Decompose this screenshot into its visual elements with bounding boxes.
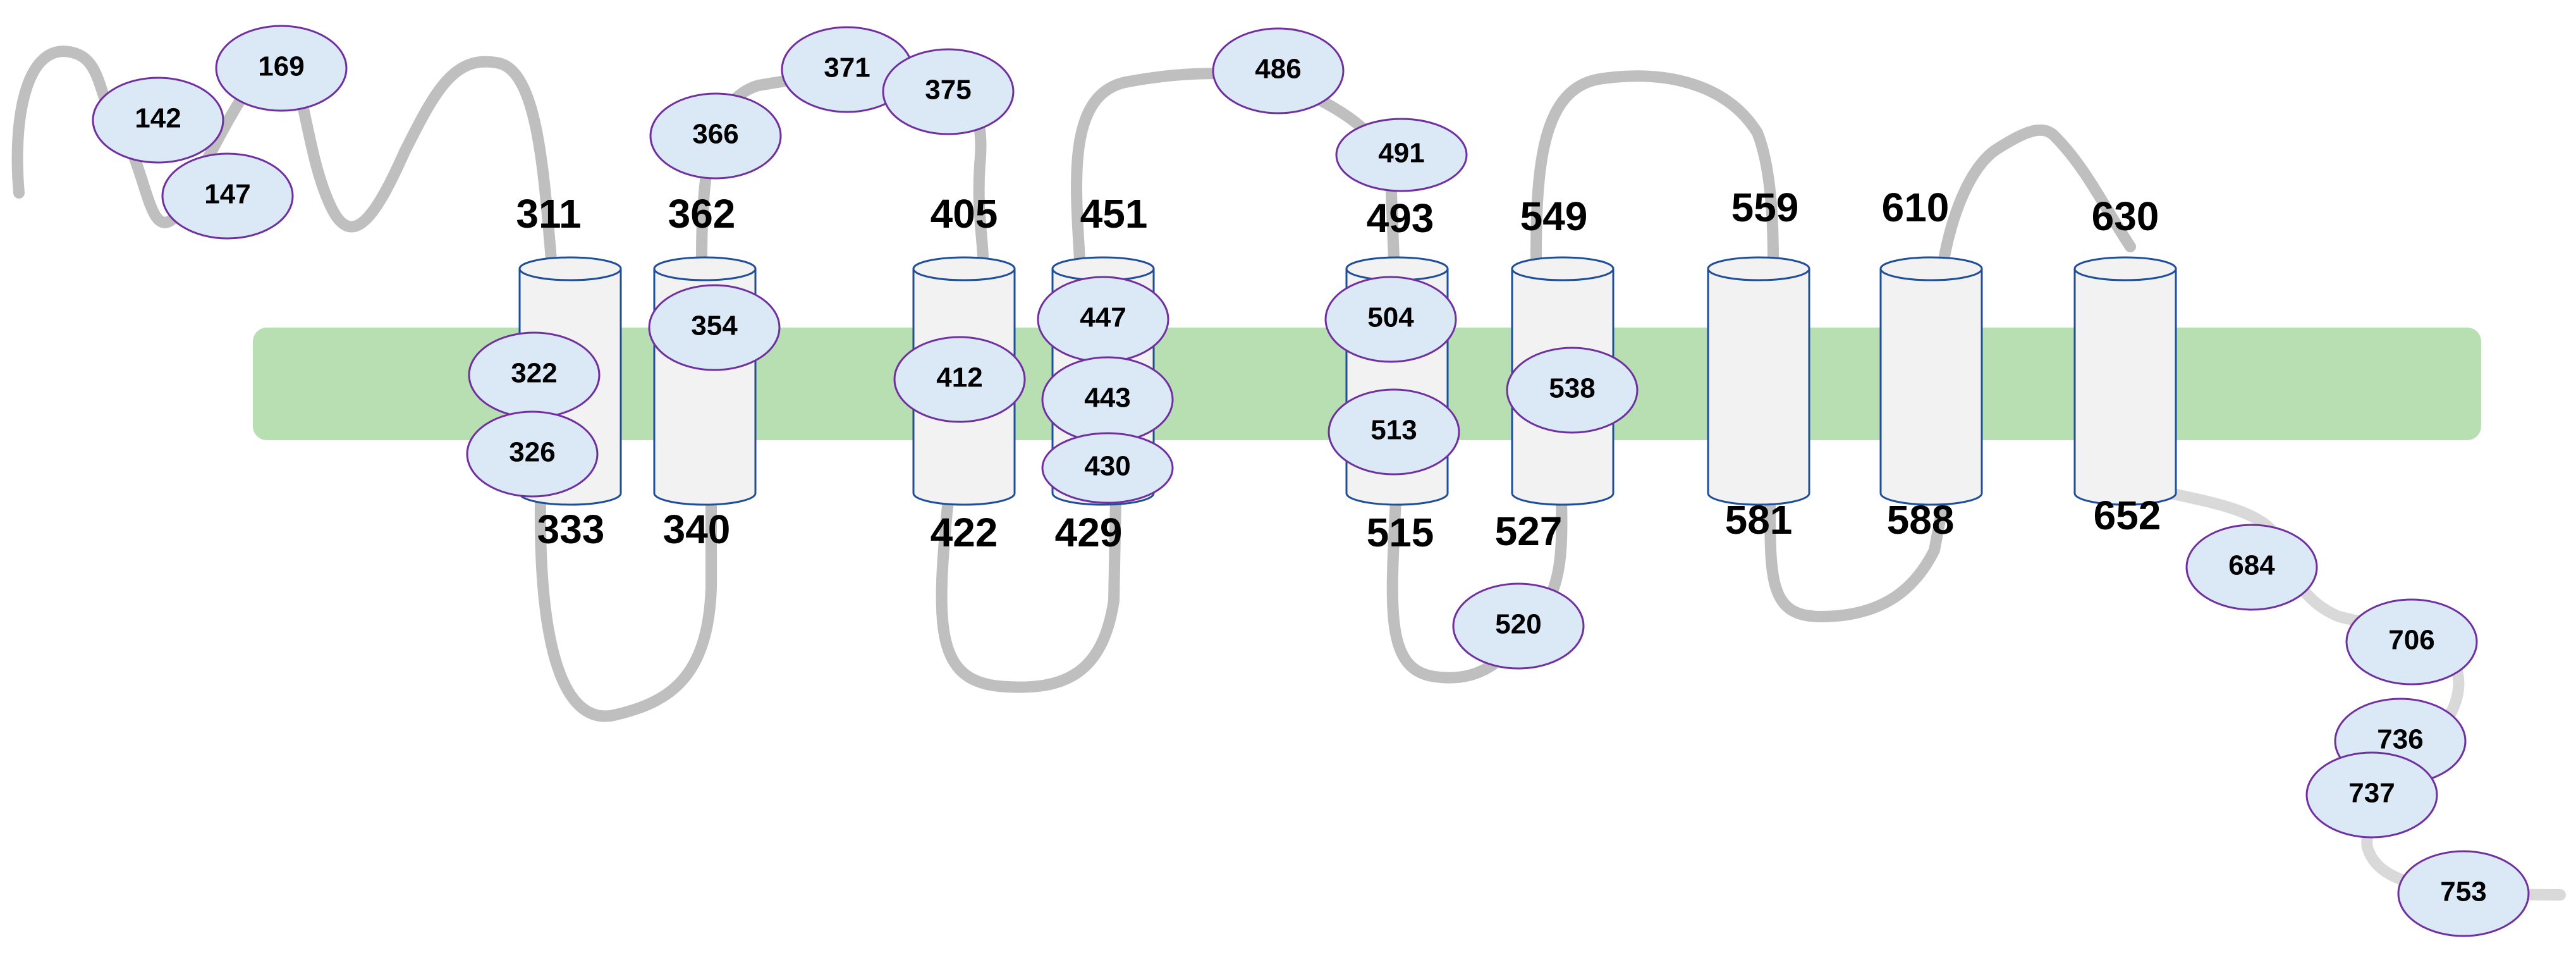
site-513-label: 513 [1370,415,1417,446]
site-737-label: 737 [2348,778,2395,809]
helix-5-top-label: 493 [1367,195,1434,241]
site-486: 486 [1212,27,1345,114]
site-513: 513 [1328,388,1460,476]
site-491-label: 491 [1378,138,1424,169]
site-753-label: 753 [2440,877,2486,908]
helix-9-top-label: 630 [2092,194,2159,239]
site-447-label: 447 [1080,302,1126,333]
site-684-label: 684 [2228,550,2275,581]
site-520-label: 520 [1495,609,1541,640]
helix-8-bottom-label: 588 [1887,497,1955,543]
site-322-label: 322 [511,358,557,389]
site-366-label: 366 [692,119,738,150]
helix-2-bottom-label: 340 [663,507,731,552]
site-538-label: 538 [1549,373,1595,404]
site-737: 737 [2305,751,2438,839]
site-412: 412 [893,336,1026,423]
site-706-label: 706 [2388,625,2434,656]
site-354: 354 [648,284,781,371]
site-443-label: 443 [1084,383,1130,414]
helix-1-bottom-label: 333 [537,507,605,552]
site-684: 684 [2185,524,2318,611]
helix-8-body [1879,268,1983,506]
site-142: 142 [92,77,224,164]
helix-1-top-label: 311 [516,191,581,237]
site-753: 753 [2397,850,2530,937]
site-322: 322 [468,331,601,419]
helix-8-top-label: 610 [1882,185,1950,230]
chain-loop-581-588 [1764,494,1950,622]
helix-2-top-label: 362 [668,191,736,237]
helix-6-bottom-label: 527 [1495,508,1563,554]
helix-5-bottom-label: 515 [1367,510,1434,555]
site-736-label: 736 [2377,724,2423,755]
site-147: 147 [161,152,294,240]
helix-3-top-label: 405 [931,191,998,237]
site-354-label: 354 [691,311,738,342]
helix-boundary-labels: 311 333 362 340 405 422 451 429 493 515 … [516,185,2161,555]
site-326: 326 [466,410,599,498]
site-371-label: 371 [824,52,870,83]
helix-2-cap [653,256,757,281]
site-538: 538 [1506,347,1639,434]
helix-7-body [1707,268,1810,506]
helix-9 [2073,256,2177,506]
site-520: 520 [1452,582,1585,670]
helix-4-bottom-label: 429 [1055,510,1123,555]
chain-loop-610-630 [1938,124,2136,265]
helix-7-bottom-label: 581 [1725,497,1793,543]
chain-loop-422-429 [936,494,1121,693]
helix-3-cap [912,256,1016,281]
site-326-label: 326 [509,437,555,468]
helix-1-cap [518,256,622,281]
residue-sites: 142 169 147 366 371 375 486 491 354 322 … [92,25,2530,937]
site-486-label: 486 [1255,54,1301,85]
site-504: 504 [1324,276,1457,363]
site-142-label: 142 [135,103,181,134]
site-430: 430 [1041,432,1174,504]
helix-6-top-label: 549 [1520,194,1588,239]
chain-loop-333-340 [534,494,717,722]
helix-9-cap [2073,256,2177,281]
helix-3-bottom-label: 422 [931,510,998,555]
polypeptide-chain [11,46,2566,901]
site-491: 491 [1335,118,1468,192]
site-375: 375 [882,48,1015,135]
site-412-label: 412 [936,362,982,393]
helix-7-cap [1707,256,1810,281]
helix-6-cap [1511,256,1615,281]
site-430-label: 430 [1084,451,1130,482]
helix-9-body [2073,268,2177,506]
helix-7 [1707,256,1810,506]
chain-loop-549-559 [1530,70,1779,265]
chain-loop-515-527 [1386,494,1568,684]
helix-7-top-label: 559 [1731,185,1799,230]
site-147-label: 147 [204,179,250,210]
site-169-label: 169 [258,51,304,82]
site-169: 169 [215,25,348,112]
site-706: 706 [2345,598,2478,686]
site-504-label: 504 [1367,302,1414,333]
helix-8 [1879,256,1983,506]
site-375-label: 375 [925,75,971,106]
site-443: 443 [1041,356,1174,443]
site-371: 371 [781,26,913,113]
site-447: 447 [1037,276,1169,363]
helix-8-cap [1879,256,1983,281]
helix-4-top-label: 451 [1080,191,1148,237]
site-366: 366 [649,92,782,180]
helix-9-bottom-label: 652 [2094,493,2161,538]
